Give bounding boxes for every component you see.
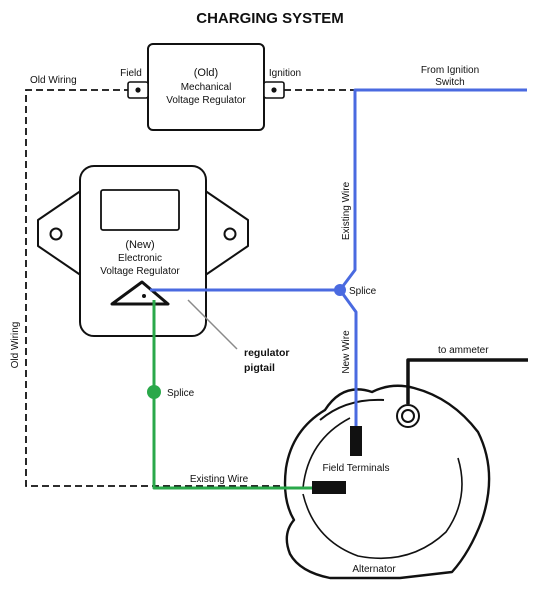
old-mechanical-regulator: (Old) Mechanical Voltage Regulator [127,43,285,131]
field-terminal-vertical [350,426,362,456]
mount-hole-left [49,227,63,241]
connector-pin [142,294,146,298]
field-terminals-label: Field Terminals [322,463,389,474]
ignition-label: Ignition [269,68,301,79]
splice-green-label: Splice [167,388,195,399]
old-regulator-line3: Voltage Regulator [166,95,246,106]
new-electronic-regulator [37,165,249,337]
from-ignition-label-1: From Ignition [421,65,479,76]
old-regulator-line2: Mechanical [181,82,232,93]
old-wiring-top-label: Old Wiring [30,75,77,86]
ammeter-wire [406,358,528,404]
to-ammeter-label: to ammeter [438,345,489,356]
alternator-label: Alternator [352,564,396,575]
field-terminal-horizontal [312,481,346,494]
splice-blue-label: Splice [349,286,377,297]
green-wire [152,300,314,490]
splice-green-dot [147,385,161,399]
new-regulator-line2: Electronic [118,253,162,264]
old-regulator-line1: (Old) [194,67,218,79]
existing-wire-green-label: Existing Wire [190,474,249,485]
from-ignition-label-2: Switch [435,77,464,88]
regulator-pigtail-label-2: pigtail [244,362,275,374]
regulator-connector [110,280,170,306]
diagram-title: CHARGING SYSTEM [196,10,344,27]
new-wire-label: New Wire [341,330,352,374]
existing-wire-vertical-label: Existing Wire [341,181,352,240]
old-wiring-dashed [25,89,355,487]
mount-hole-right [223,227,237,241]
pigtail-pointer [187,299,238,350]
new-regulator-line3: Voltage Regulator [100,266,180,277]
regulator-pigtail-label-1: regulator [244,347,290,359]
alternator [283,384,491,580]
splice-blue-dot [334,284,346,296]
old-wiring-side-label: Old Wiring [10,322,21,369]
field-label: Field [120,68,142,79]
blue-wires [150,88,527,438]
regulator-window [100,189,180,231]
new-regulator-line1: (New) [125,239,154,251]
